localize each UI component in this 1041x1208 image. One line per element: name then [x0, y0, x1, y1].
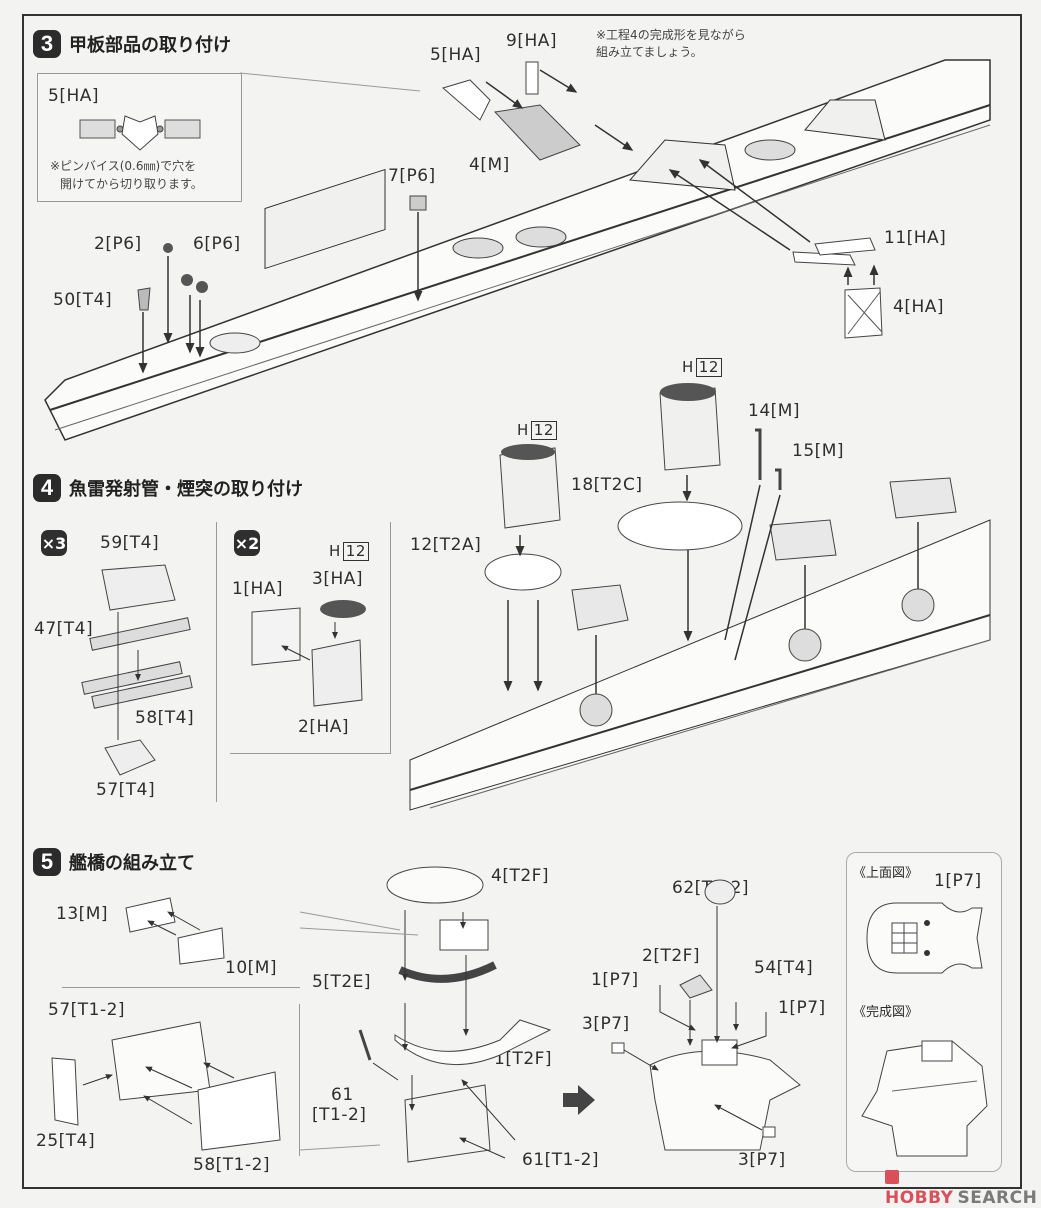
color-ref-letter: H: [517, 421, 529, 439]
color-ref-letter: H: [329, 542, 341, 560]
multiplier-x3-badge: ×3: [41, 530, 67, 556]
part-25-t4: 25[T4]: [36, 1131, 96, 1151]
watermark-suffix: SEARCH: [957, 1188, 1038, 1208]
part-4-ha: 4[HA]: [893, 297, 944, 317]
part-7-p6: 7[P6]: [388, 166, 436, 186]
funnel-exploded-drawing: [251, 600, 366, 707]
step-4-header: 4 魚雷発射管・煙突の取り付け: [33, 474, 303, 502]
part-58-t4: 58[T4]: [135, 708, 195, 728]
detail-note-line-1: ※ピンバイス(0.6㎜)で穴を: [50, 159, 197, 173]
detail-inset-box: 5[HA] ※ピンバイス(0.6㎜)で穴を 開けてから切り取ります。: [37, 73, 242, 202]
top-view-label: 《上面図》: [853, 866, 919, 881]
callout-line: [62, 987, 300, 988]
bridge-exploded-drawing: [299, 866, 595, 1163]
part-12-t2a: 12[T2A]: [410, 535, 482, 555]
sub-box-right-edge: [390, 522, 391, 754]
part-2-ha: 2[HA]: [298, 717, 349, 737]
top-view-drawing: [866, 902, 983, 974]
part-5-t2e: 5[T2E]: [312, 972, 372, 992]
part-3-ha: 3[HA]: [312, 569, 363, 589]
multiplier-x2-badge: ×2: [234, 530, 260, 556]
detail-note-line-2: 開けてから切り取ります。: [60, 177, 203, 191]
step-4-ship-drawing: [409, 383, 991, 811]
color-ref-number: 12: [342, 542, 369, 561]
part-2-t2f: 2[T2F]: [642, 946, 701, 966]
part-3-p7-left: 3[P7]: [582, 1014, 630, 1034]
step-3-arrows: [137, 61, 883, 374]
part-61-t1-2: 61[T1-2]: [522, 1150, 600, 1170]
watermark-brand: HOBBY: [885, 1188, 954, 1208]
complete-view-label: 《完成図》: [853, 1005, 919, 1020]
step-3-note: ※工程4の完成形を見ながら 組み立てましょう。: [596, 28, 746, 59]
reference-views-box: 《上面図》 1[P7] 《完成図》: [846, 852, 1002, 1172]
color-ref-number: 12: [530, 421, 557, 440]
part-6-p6: 6[P6]: [193, 234, 241, 254]
sub-divider: [216, 522, 217, 802]
color-ref-letter: H: [682, 358, 694, 376]
part-5-ha: 5[HA]: [430, 45, 481, 65]
part-50-t4: 50[T4]: [53, 290, 113, 310]
top-view-part-1-p7: 1[P7]: [934, 871, 982, 891]
bridge-wall-parts-drawing: [51, 1021, 281, 1151]
instruction-page-frame: [22, 14, 1022, 1189]
part-4-m: 4[M]: [469, 155, 510, 175]
part-4-t2f: 4[T2F]: [491, 866, 550, 886]
part-57-t4: 57[T4]: [96, 780, 156, 800]
part-54-t4: 54[T4]: [754, 958, 814, 978]
part-10-m: 10[M]: [225, 958, 278, 978]
part-1-p7-right: 1[P7]: [778, 998, 826, 1018]
step-3-number: 3: [33, 30, 61, 58]
part-59-t4: 59[T4]: [100, 533, 160, 553]
sprue-gate-illustration: [79, 115, 201, 151]
part-2-p6: 2[P6]: [94, 234, 142, 254]
step-5-header: 5 艦橋の組み立て: [33, 848, 195, 876]
part-label: 5[HA]: [48, 86, 99, 106]
part-18-t2c: 18[T2C]: [571, 475, 643, 495]
step-5-number: 5: [33, 848, 61, 876]
part-3-p7-bottom: 3[P7]: [738, 1150, 786, 1170]
bridge-assembled-drawing: [611, 879, 801, 1151]
part-13-m: 13[M]: [56, 904, 109, 924]
callout-line: [239, 72, 421, 92]
part-11-ha: 11[HA]: [884, 228, 947, 248]
part-1-p7-left: 1[P7]: [591, 970, 639, 990]
callout-line: [299, 1004, 300, 1156]
part-61-sprue: [T1-2]: [312, 1105, 367, 1125]
hobby-search-logo-icon: [885, 1170, 899, 1184]
complete-view-drawing: [861, 1040, 988, 1157]
step-4-number: 4: [33, 474, 61, 502]
step-3-header: 3 甲板部品の取り付け: [33, 30, 231, 58]
part-61-number: 61: [331, 1085, 354, 1105]
part-57-t1-2: 57[T1-2]: [48, 1000, 126, 1020]
part-14-m: 14[M]: [748, 401, 801, 421]
ship-hull-bow-drawing: [44, 59, 991, 441]
part-9-ha: 9[HA]: [506, 31, 557, 51]
part-15-m: 15[M]: [792, 441, 845, 461]
part-1-t2f: 1[T2F]: [494, 1049, 553, 1069]
part-1-ha: 1[HA]: [232, 579, 283, 599]
step-4-title: 魚雷発射管・煙突の取り付け: [69, 479, 303, 500]
step-3-title: 甲板部品の取り付け: [69, 35, 231, 56]
color-ref-number: 12: [695, 358, 722, 377]
torpedo-tube-exploded-drawing: [81, 564, 193, 776]
bridge-front-parts-drawing: [125, 897, 225, 965]
part-58-t1-2: 58[T1-2]: [193, 1155, 271, 1175]
step-5-title: 艦橋の組み立て: [69, 853, 195, 874]
part-47-t4: 47[T4]: [34, 619, 94, 639]
sub-box-bottom-edge: [230, 753, 391, 754]
